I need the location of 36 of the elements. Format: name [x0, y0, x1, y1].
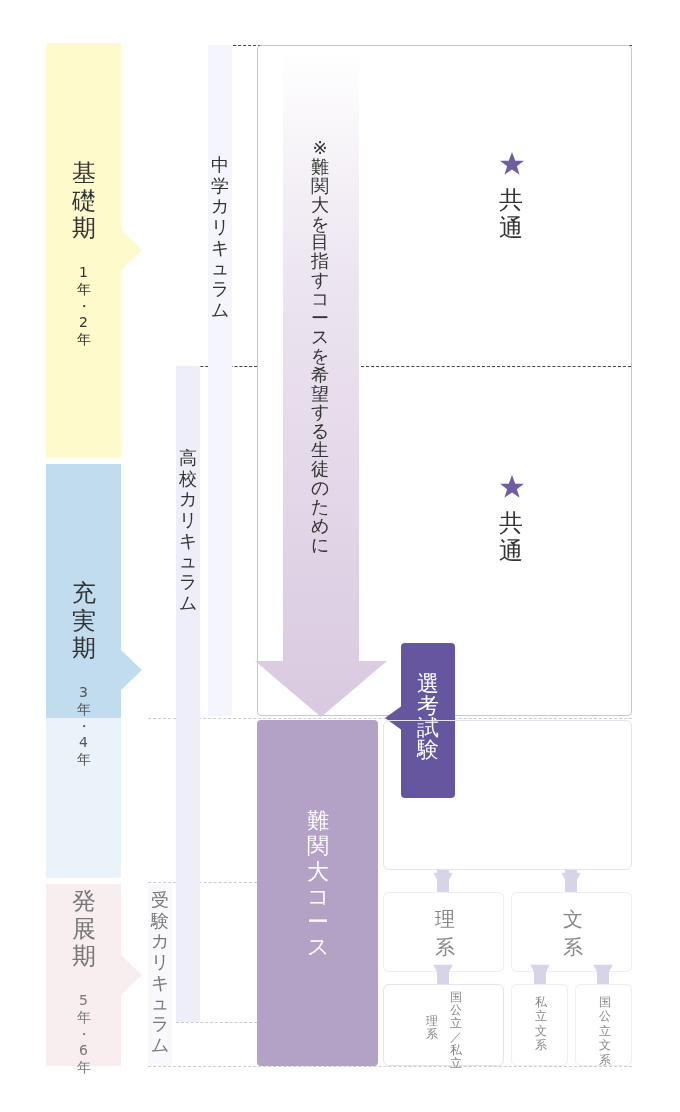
curriculum-label: 中学カリキュラム	[211, 155, 229, 321]
course-box	[511, 892, 632, 972]
course-name: 国公立文系	[598, 995, 611, 1067]
course-box	[257, 720, 378, 1066]
arrow	[561, 870, 581, 892]
course-box	[511, 984, 568, 1066]
arrow	[433, 964, 453, 984]
course-box	[383, 984, 504, 1066]
course-box	[383, 892, 504, 972]
course-name: 私立文系	[534, 995, 547, 1053]
period-band	[46, 43, 142, 458]
arrow	[530, 964, 550, 984]
curriculum-label: 受験カリキュラム	[151, 890, 169, 1056]
period-name: 発展期	[71, 888, 96, 971]
common-course-box	[257, 45, 632, 716]
common-label: 共通	[499, 187, 523, 243]
arrow	[433, 870, 453, 892]
course-name: 理系	[434, 906, 455, 961]
curriculum-label: 高校カリキュラム	[179, 448, 197, 614]
period-name: 充実期	[71, 580, 96, 663]
curriculum-bar	[148, 884, 172, 1066]
course-name: 文系	[562, 906, 583, 961]
curriculum-bar	[208, 45, 232, 716]
course-name: 難関大コース	[306, 808, 329, 960]
grade-text: 5年・6年	[76, 992, 91, 1076]
arrow-text: ※難関大を目指すコースを希望する生徒のために	[311, 139, 329, 555]
period-name: 基礎期	[71, 160, 96, 243]
curriculum-bar	[176, 366, 200, 1022]
course-name: 理系	[426, 1015, 438, 1042]
course-box	[575, 984, 632, 1066]
course-name: 国公立／私立	[450, 991, 462, 1071]
arrow	[593, 964, 613, 984]
period-band	[46, 464, 142, 878]
common-label: 共通	[499, 510, 523, 566]
grade-text: 3年・4年	[76, 684, 91, 768]
grade-text: 1年・2年	[76, 264, 91, 348]
